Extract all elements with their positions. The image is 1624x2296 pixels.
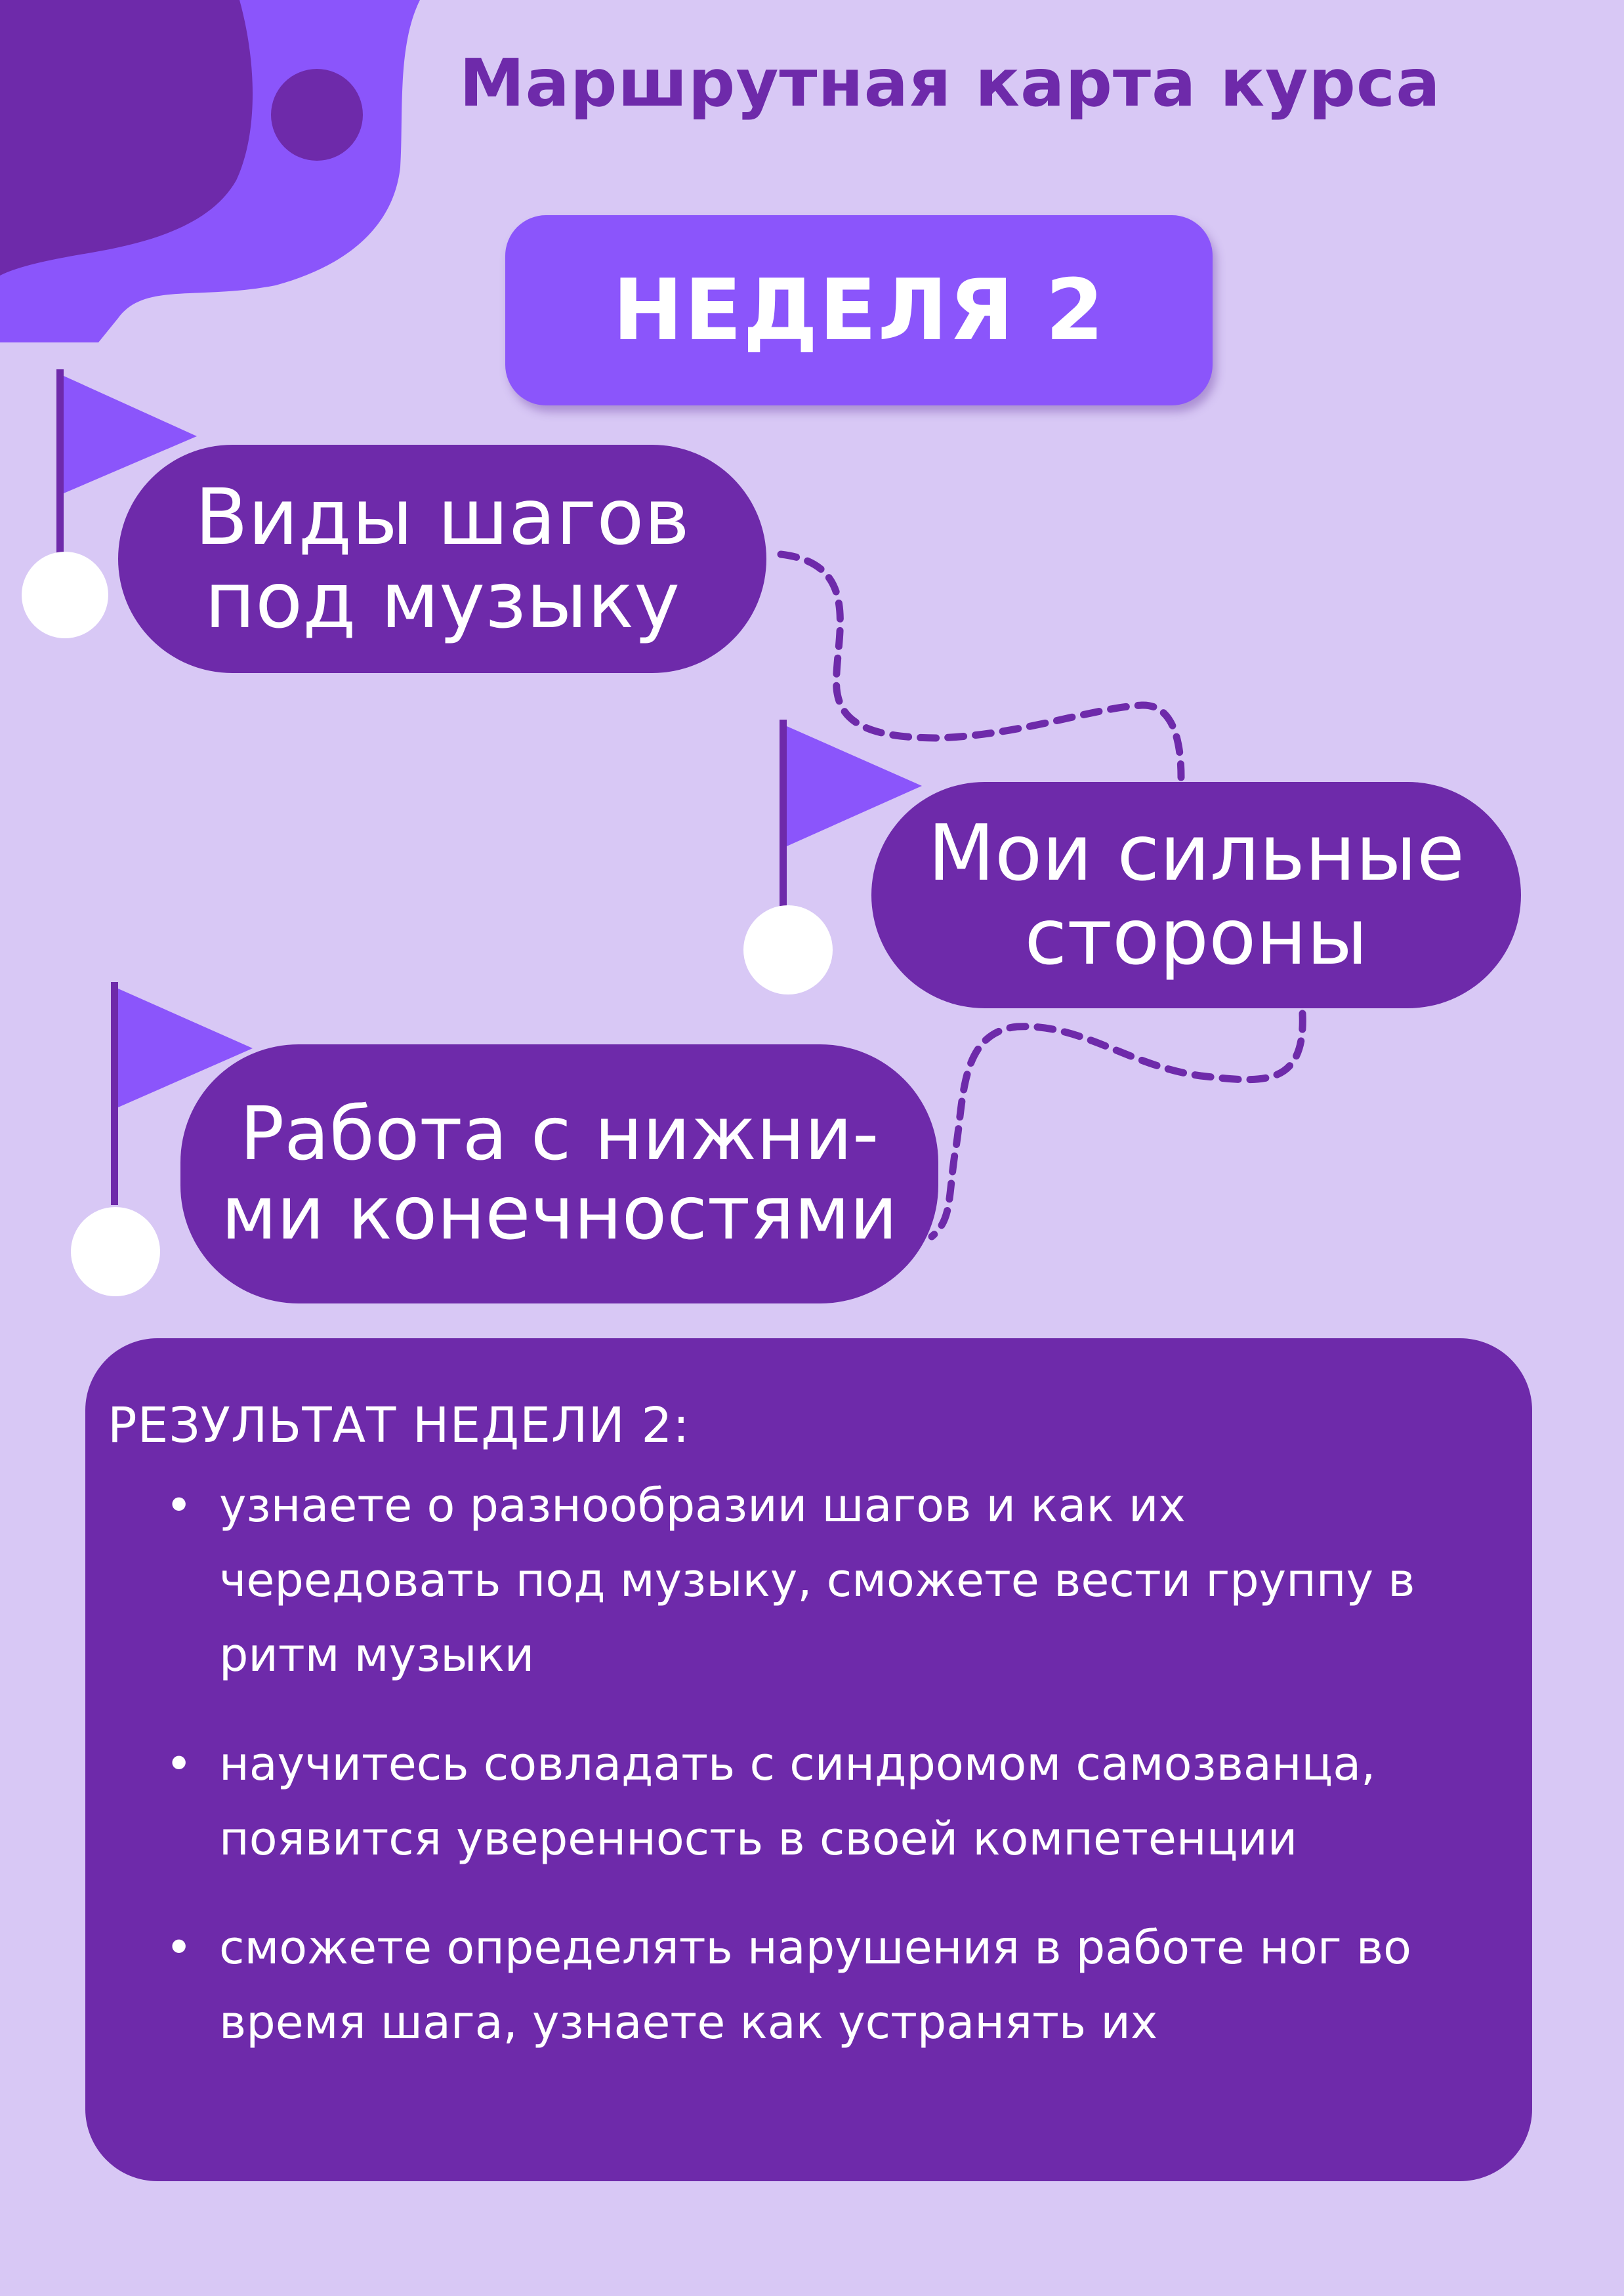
route-step-3: Работа с нижни- ми конечностями [180,1044,938,1303]
route-step-2: Мои сильные стороны [871,782,1521,1008]
route-step-1: Виды шагов под музыку [118,445,766,673]
bullet-icon: • [165,1921,193,1975]
week-badge-label: НЕДЕЛЯ 2 [612,261,1106,359]
route-step-label: Мои сильные стороны [928,808,1465,982]
list-item: • научитесь совладать с синдромом самозв… [108,1727,1473,1876]
result-text: научитесь совладать с синдромом самозван… [219,1737,1376,1866]
results-panel: РЕЗУЛЬТАТ НЕДЕЛИ 2: • узнаете о разнообр… [85,1338,1532,2181]
flag-icon [743,720,922,994]
bullet-icon: • [165,1737,193,1791]
results-list: • узнаете о разнообразии шагов и как их … [108,1468,1473,2060]
flag-icon [22,369,197,638]
route-line-2 [928,1010,1306,1240]
route-line-1 [777,550,1185,781]
bullet-icon: • [165,1479,193,1532]
page-title: Маршрутная карта курса [459,45,1441,121]
flag-icon [71,982,253,1296]
corner-blob-dot [271,69,363,161]
corner-blob-dark [0,0,253,276]
route-step-label: Работа с нижни- ми конечностями [221,1091,898,1256]
week-badge: НЕДЕЛЯ 2 [505,215,1213,405]
list-item: • узнаете о разнообразии шагов и как их … [108,1468,1473,1692]
results-title: РЕЗУЛЬТАТ НЕДЕЛИ 2: [108,1397,690,1454]
route-step-label: Виды шагов под музыку [195,471,690,646]
result-text: узнаете о разнообразии шагов и как их че… [219,1479,1415,1682]
list-item: • сможете определять нарушения в работе … [108,1910,1473,2060]
result-text: сможете определять нарушения в работе но… [219,1921,1411,2049]
